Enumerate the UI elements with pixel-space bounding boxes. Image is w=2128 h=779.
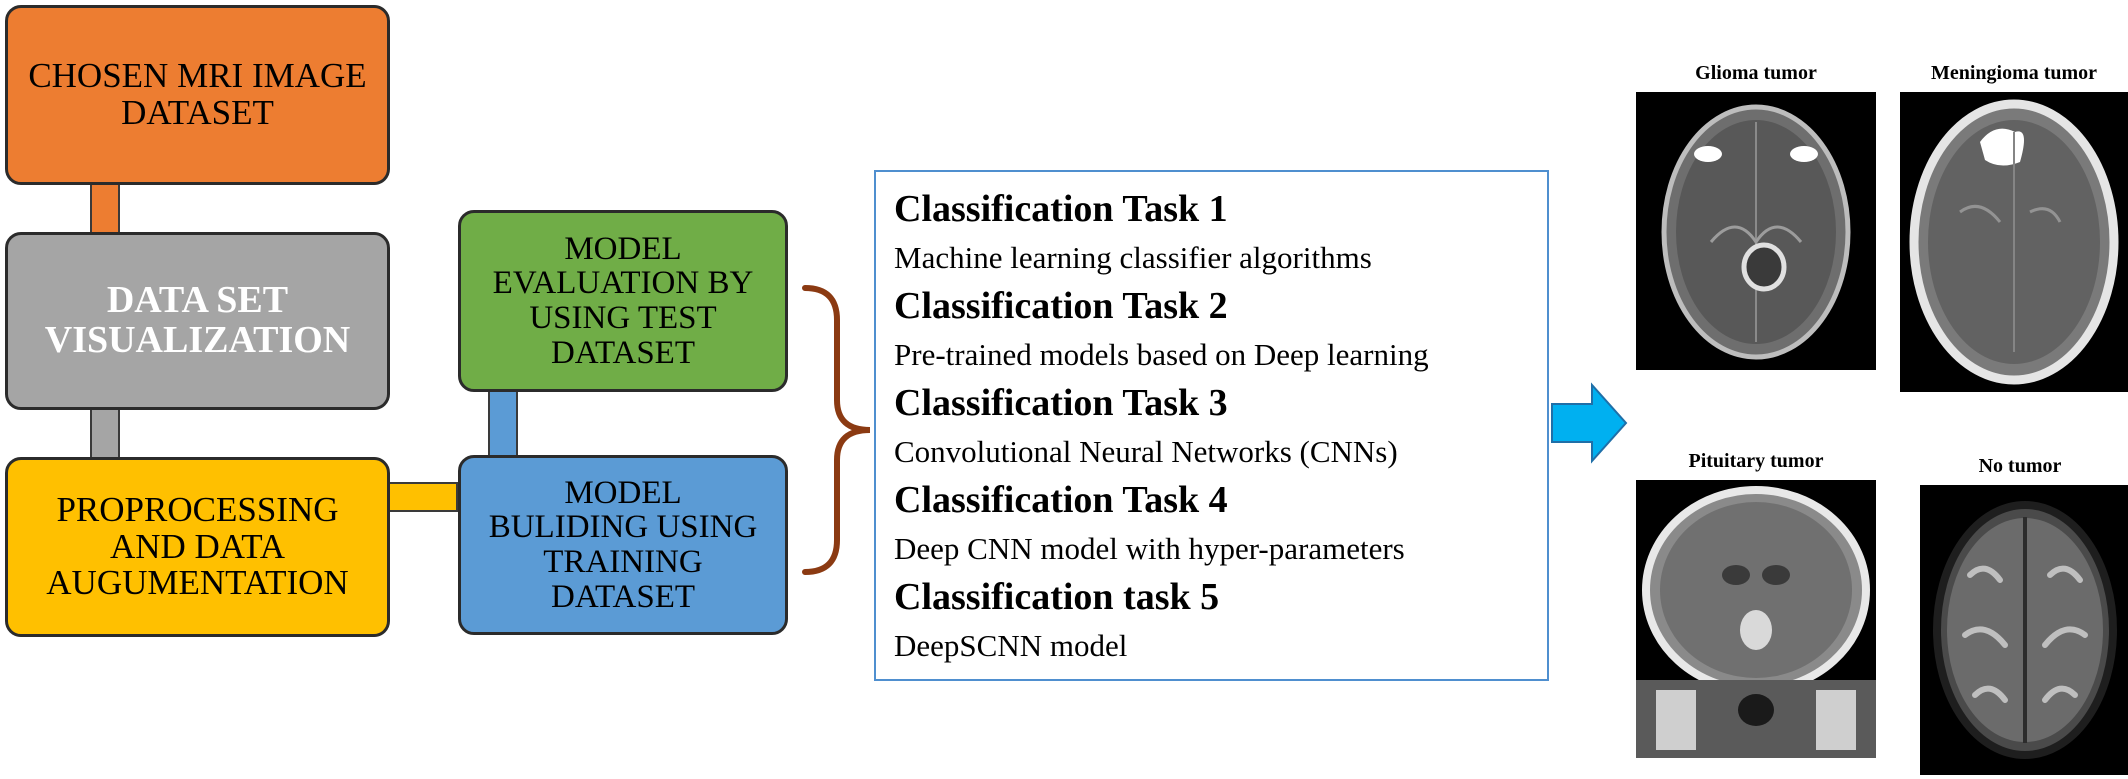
visualization-box-label: DATA SET VISUALIZATION [44, 279, 351, 361]
no-tumor-label: No tumor [1978, 455, 2062, 477]
building-box-label: MODEL BULIDING USING TRAINING DATASET [488, 474, 758, 615]
task-1-title: Classification Task 1 [894, 188, 1228, 230]
meningioma-mri-image [1900, 92, 2128, 392]
glioma-label: Glioma tumor [1695, 62, 1817, 84]
task-4-title: Classification Task 4 [894, 479, 1228, 521]
connector-dataset-visualization [90, 183, 120, 235]
task-2-title: Classification Task 2 [894, 285, 1228, 327]
meningioma-label: Meningioma tumor [1930, 62, 2098, 84]
task-5: Classification task 5 DeepSCNN model [894, 574, 1547, 671]
curly-brace [802, 285, 871, 575]
building-box: MODEL BULIDING USING TRAINING DATASET [458, 455, 788, 635]
connector-preprocessing-building [388, 482, 458, 512]
task-3-title: Classification Task 3 [894, 382, 1228, 424]
task-5-desc: DeepSCNN model [894, 628, 1128, 663]
task-5-title: Classification task 5 [894, 576, 1220, 618]
glioma-mri-image [1636, 92, 1876, 370]
classification-tasks-panel: Classification Task 1 Machine learning c… [874, 170, 1549, 681]
pituitary-mri-image [1636, 480, 1876, 758]
task-1: Classification Task 1 Machine learning c… [894, 186, 1547, 283]
pituitary-label: Pituitary tumor [1688, 450, 1824, 472]
task-2-desc: Pre-trained models based on Deep learnin… [894, 337, 1429, 372]
task-1-desc: Machine learning classifier algorithms [894, 240, 1372, 275]
right-arrow-icon [1551, 382, 1628, 464]
evaluation-box-label: MODEL EVALUATION BY USING TEST DATASET [492, 230, 754, 371]
visualization-box: DATA SET VISUALIZATION [5, 232, 390, 410]
task-3-desc: Convolutional Neural Networks (CNNs) [894, 434, 1398, 469]
dataset-box: CHOSEN MRI IMAGE DATASET [5, 5, 390, 185]
task-2: Classification Task 2 Pre-trained models… [894, 283, 1547, 380]
no-tumor-mri-image [1920, 485, 2128, 775]
evaluation-box: MODEL EVALUATION BY USING TEST DATASET [458, 210, 788, 392]
task-4-desc: Deep CNN model with hyper-parameters [894, 531, 1405, 566]
connector-building-evaluation [488, 390, 518, 458]
preprocessing-box: PROPROCESSING AND DATA AUGUMENTATION [5, 457, 390, 637]
dataset-box-label: CHOSEN MRI IMAGE DATASET [28, 56, 367, 132]
preprocessing-box-label: PROPROCESSING AND DATA AUGUMENTATION [46, 489, 349, 603]
task-4: Classification Task 4 Deep CNN model wit… [894, 477, 1547, 574]
connector-visualization-preprocessing [90, 408, 120, 460]
task-3: Classification Task 3 Convolutional Neur… [894, 380, 1547, 477]
